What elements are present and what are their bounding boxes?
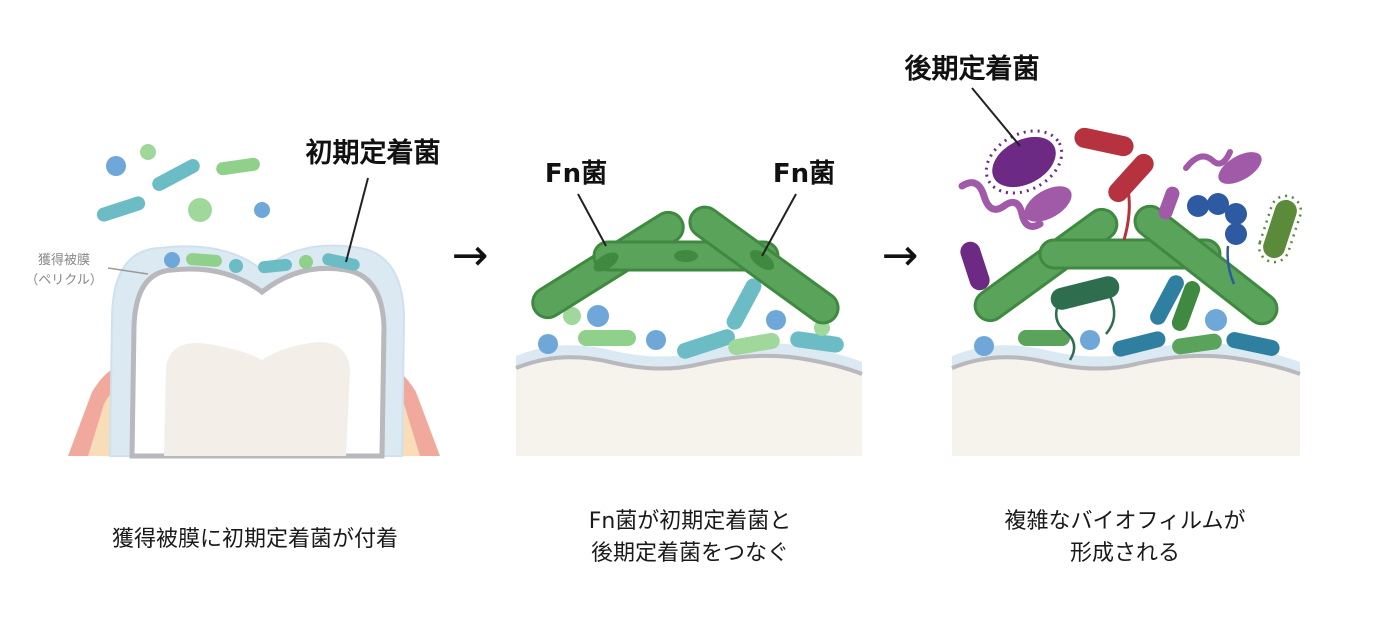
flagellum xyxy=(1054,299,1076,361)
caption-line: Fn菌が初期定着菌と xyxy=(588,509,792,534)
late-olive-rod xyxy=(1263,199,1297,259)
surface-line xyxy=(951,353,1301,376)
floating-coccus xyxy=(106,156,126,176)
fn-rod xyxy=(1133,204,1279,326)
early-coccus xyxy=(646,330,666,350)
late-red-rod xyxy=(1108,153,1154,203)
pellicle-surface xyxy=(516,342,862,374)
early-rod xyxy=(728,332,780,356)
early-coccus xyxy=(1205,309,1227,331)
panel-2-fn-bridge: Fn菌 Fn菌 xyxy=(515,159,863,456)
early-colonizer-label: 初期定着菌 xyxy=(306,137,441,169)
panel-1-tooth: 初期定着菌 獲得被膜 （ペリクル） xyxy=(25,137,441,459)
floating-rod xyxy=(152,159,200,191)
floating-rod xyxy=(216,157,260,176)
early-coccus xyxy=(229,259,243,273)
fn-nucleoid xyxy=(593,252,619,272)
early-rod xyxy=(186,253,222,267)
early-rod xyxy=(1172,333,1222,355)
early-rod xyxy=(258,258,292,274)
pellicle-label: 獲得被膜 xyxy=(38,252,90,268)
caption-panel-3: 複雑なバイオフィルムが 形成される xyxy=(930,506,1320,570)
late-purple-rod xyxy=(1158,186,1180,220)
surface-line xyxy=(515,353,863,376)
late-navy-coccus xyxy=(1225,223,1247,245)
arrow-icon: → xyxy=(882,230,919,281)
late-navy-coccus xyxy=(1225,203,1247,225)
floating-coccus xyxy=(188,198,212,222)
early-coccus xyxy=(766,310,786,330)
fn-nucleoid xyxy=(749,250,775,270)
early-rod xyxy=(790,331,844,353)
late-spirochete xyxy=(1183,149,1233,171)
caption-line: 複雑なバイオフィルムが xyxy=(1004,509,1246,534)
arrow-icon: → xyxy=(452,230,489,281)
late-colonizer-label: 後期定着菌 xyxy=(905,53,1040,85)
floating-rod xyxy=(96,196,146,222)
caption-line: 後期定着菌をつなぐ xyxy=(590,541,789,566)
pellicle-label-sub: （ペリクル） xyxy=(25,273,103,288)
early-rod xyxy=(578,330,636,346)
early-rod xyxy=(1171,281,1201,331)
tooth-dentin xyxy=(164,342,350,456)
early-rod xyxy=(1226,332,1280,356)
early-coccus xyxy=(164,252,180,268)
late-purple-spiky xyxy=(992,136,1056,188)
early-coccus xyxy=(587,305,609,327)
late-navy-filament xyxy=(1226,245,1236,285)
fn-nucleoid xyxy=(674,250,698,262)
early-coccus xyxy=(563,307,581,325)
label-leader-early xyxy=(345,177,369,263)
late-navy-coccus xyxy=(1207,193,1229,215)
caption-line: 獲得被膜に初期定着菌が付着 xyxy=(111,527,398,552)
panel-3-biofilm: 後期定着菌 xyxy=(905,53,1303,456)
caption-panel-2: Fn菌が初期定着菌と 後期定着菌をつなぐ xyxy=(500,506,880,570)
caption-line: 形成される xyxy=(1069,541,1180,566)
floating-coccus xyxy=(140,144,156,160)
fn-label-left: Fn菌 xyxy=(545,159,607,189)
late-purple-rod xyxy=(960,241,990,291)
caption-panel-1: 獲得被膜に初期定着菌が付着 xyxy=(60,524,450,556)
label-leader-pellicle xyxy=(107,267,149,275)
label-leader-fn-right xyxy=(761,193,797,257)
late-purple xyxy=(1218,152,1262,184)
flagellum xyxy=(1105,295,1116,335)
label-leader-late xyxy=(971,87,1021,147)
late-purple xyxy=(1024,186,1072,222)
early-rod xyxy=(322,253,360,271)
floating-coccus xyxy=(254,202,270,218)
tooth-surface xyxy=(952,350,1300,456)
early-rod xyxy=(1150,275,1184,325)
early-rod xyxy=(1112,331,1166,357)
late-spirochete xyxy=(958,179,1044,230)
early-coccus xyxy=(1080,330,1100,350)
fn-label-right: Fn菌 xyxy=(773,159,835,189)
early-coccus xyxy=(538,334,558,354)
early-rod xyxy=(726,278,762,330)
late-red-filament xyxy=(1122,189,1131,241)
tooth-surface xyxy=(516,350,862,456)
early-rod xyxy=(1018,330,1070,346)
label-leader-fn-left xyxy=(577,193,607,247)
late-red-rod xyxy=(1074,127,1134,157)
early-rod xyxy=(677,329,735,359)
early-coccus xyxy=(299,255,313,269)
late-navy-coccus xyxy=(1187,195,1209,217)
early-coccus xyxy=(974,336,994,356)
late-rod-dark-green xyxy=(1050,276,1120,310)
pellicle-surface xyxy=(952,342,1300,374)
